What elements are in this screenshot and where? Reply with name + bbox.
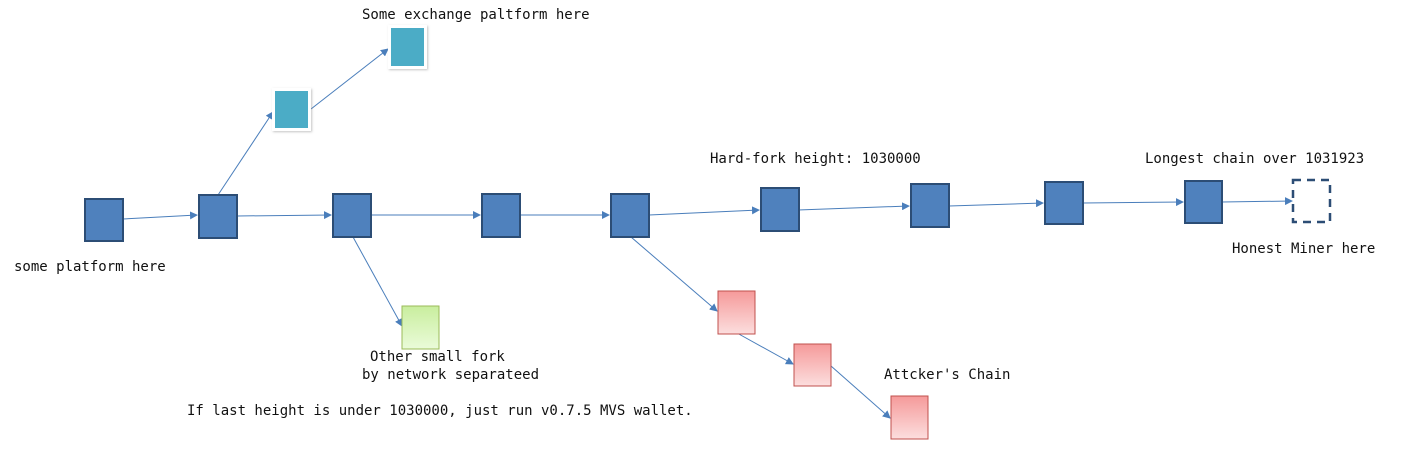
block-main-1 xyxy=(84,198,124,242)
arrow-b2-e1 xyxy=(217,111,274,196)
block-main-3 xyxy=(332,193,372,238)
block-main-9 xyxy=(1184,180,1223,224)
main-chain xyxy=(84,180,1223,242)
honest-miner-label: Honest Miner here xyxy=(1232,241,1376,257)
exchange-chain xyxy=(272,25,427,131)
exchange-label: Some exchange paltform here xyxy=(362,7,590,23)
block-main-8 xyxy=(1044,181,1084,225)
block-small-fork xyxy=(401,305,440,350)
arrow-b2-b3 xyxy=(236,211,332,220)
block-attacker-3 xyxy=(890,395,929,440)
arrow-b5-b6 xyxy=(648,206,760,216)
arrow-b7-b8 xyxy=(948,199,1044,208)
wallet-note: If last height is under 1030000, just ru… xyxy=(187,403,693,419)
arrow-b3-smallfork xyxy=(352,236,403,327)
block-main-2 xyxy=(198,194,238,239)
block-main-4 xyxy=(481,193,521,238)
block-main-7 xyxy=(910,183,950,228)
chain-arrows xyxy=(122,48,1293,419)
longest-chain-label: Longest chain over 1031923 xyxy=(1145,151,1365,167)
block-pending xyxy=(1291,178,1332,224)
arrow-b1-b2 xyxy=(122,211,198,220)
arrow-e1-e2 xyxy=(310,48,389,110)
attacker-chain xyxy=(717,290,929,440)
block-exchange-1-fill xyxy=(275,91,308,128)
arrow-a2-a3 xyxy=(830,365,891,419)
arrow-b6-b7 xyxy=(797,202,910,211)
block-exchange-2-fill xyxy=(391,28,424,66)
block-attacker-1 xyxy=(717,290,756,335)
hardfork-height-label: Hard-fork height: 1030000 xyxy=(710,151,921,167)
block-attacker-2 xyxy=(793,343,832,387)
arrow-a1-a2 xyxy=(736,332,794,365)
platform-label: some platform here xyxy=(14,259,166,275)
small-fork-label-line2: by network separateed xyxy=(362,367,540,383)
block-main-5 xyxy=(610,193,650,238)
arrow-b9-pending xyxy=(1221,197,1293,206)
arrow-b8-b9 xyxy=(1082,198,1184,207)
attacker-chain-label: Attcker's Chain xyxy=(884,367,1011,383)
block-main-6 xyxy=(760,187,800,232)
arrow-b5-a1 xyxy=(630,236,718,312)
small-fork-label-line1: Other small fork xyxy=(370,349,505,365)
